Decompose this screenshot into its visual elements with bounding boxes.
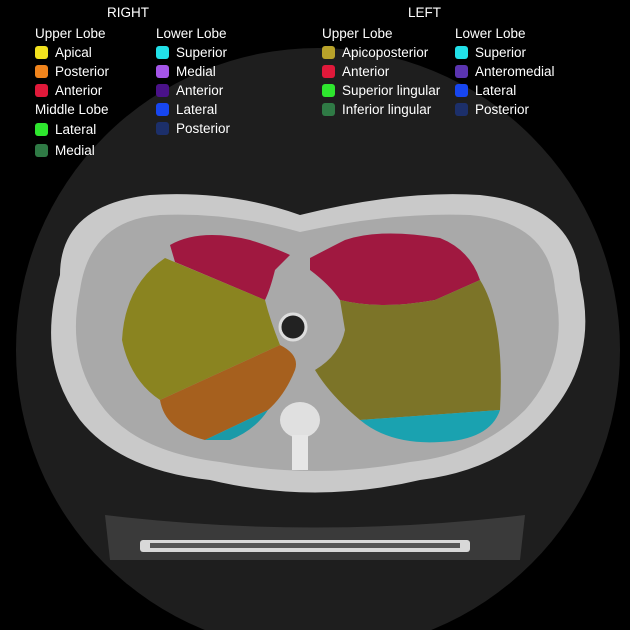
right-lower-superior-segment	[205, 410, 268, 440]
legend-item: Medial	[156, 62, 230, 81]
swatch-icon	[156, 65, 169, 78]
swatch-icon	[322, 65, 335, 78]
legend-item: Posterior	[455, 100, 555, 119]
legend-item: Lateral	[455, 81, 555, 100]
legend-label: Medial	[55, 143, 95, 158]
left-upper-legend: Upper Lobe Apicoposterior Anterior Super…	[322, 24, 440, 119]
legend-label: Anterior	[342, 64, 390, 79]
right-middle-lobe-header: Middle Lobe	[35, 102, 109, 117]
legend-item: Apicoposterior	[322, 43, 440, 62]
legend-label: Posterior	[176, 121, 231, 136]
legend-item: Lateral	[35, 119, 109, 140]
right-upper-apical-segment	[122, 258, 280, 400]
legend-label: Medial	[176, 64, 216, 79]
right-lung	[122, 235, 296, 440]
legend-item: Apical	[35, 43, 109, 62]
legend-label: Superior lingular	[342, 83, 441, 98]
legend-item: Posterior	[156, 119, 230, 138]
legend-label: Inferior lingular	[342, 102, 432, 117]
legend-item: Lateral	[156, 100, 230, 119]
swatch-icon	[156, 103, 169, 116]
right-title: RIGHT	[107, 5, 149, 20]
swatch-icon	[455, 46, 468, 59]
swatch-icon	[322, 46, 335, 59]
swatch-icon	[35, 65, 48, 78]
legend-label: Posterior	[55, 64, 110, 79]
legend-item: Anterior	[35, 81, 109, 100]
legend-label: Superior	[176, 45, 228, 60]
legend-item: Superior lingular	[322, 81, 440, 100]
legend-label: Lateral	[55, 122, 97, 137]
swatch-icon	[156, 84, 169, 97]
trachea	[278, 312, 308, 342]
left-lower-superior-segment	[360, 410, 500, 443]
legend-label: Anterior	[176, 83, 224, 98]
swatch-icon	[156, 122, 169, 135]
legend-label: Apical	[55, 45, 92, 60]
legend-label: Anterior	[55, 83, 103, 98]
right-upper-lobe-header: Upper Lobe	[35, 26, 106, 41]
right-upper-anterior-segment	[170, 235, 290, 300]
swatch-icon	[455, 103, 468, 116]
legend-label: Anteromedial	[475, 64, 555, 79]
swatch-icon	[156, 46, 169, 59]
swatch-icon	[35, 144, 48, 157]
legend-label: Superior	[475, 45, 527, 60]
left-upper-apicoposterior-segment	[315, 280, 501, 420]
swatch-icon	[35, 123, 48, 136]
legend-item: Anterior	[322, 62, 440, 81]
vertebra	[280, 402, 320, 438]
legend-item: Medial	[35, 140, 109, 161]
right-lower-lobe-header: Lower Lobe	[156, 26, 227, 41]
left-lower-lobe-header: Lower Lobe	[455, 26, 526, 41]
left-title: LEFT	[408, 5, 442, 20]
legend-label: Lateral	[176, 102, 218, 117]
swatch-icon	[35, 46, 48, 59]
swatch-icon	[35, 84, 48, 97]
legend-item: Superior	[156, 43, 230, 62]
legend-item: Superior	[455, 43, 555, 62]
left-lung	[310, 233, 501, 443]
left-upper-anterior-segment	[310, 233, 480, 305]
spinous-process	[292, 435, 308, 470]
legend-item: Anteromedial	[455, 62, 555, 81]
legend-label: Posterior	[475, 102, 530, 117]
swatch-icon	[322, 103, 335, 116]
right-upper-middle-legend: Upper Lobe Apical Posterior Anterior Mid…	[35, 24, 109, 161]
legend-item: Posterior	[35, 62, 109, 81]
swatch-icon	[455, 84, 468, 97]
legend-label: Apicoposterior	[342, 45, 429, 60]
left-upper-lobe-header: Upper Lobe	[322, 26, 393, 41]
legend-item: Anterior	[156, 81, 230, 100]
table-rail-slot	[150, 543, 460, 548]
legend-label: Lateral	[475, 83, 517, 98]
legend-item: Inferior lingular	[322, 100, 440, 119]
left-lower-legend: Lower Lobe Superior Anteromedial Lateral…	[455, 24, 555, 119]
right-upper-posterior-segment	[160, 345, 296, 440]
right-lower-legend: Lower Lobe Superior Medial Anterior Late…	[156, 24, 230, 138]
swatch-icon	[455, 65, 468, 78]
swatch-icon	[322, 84, 335, 97]
